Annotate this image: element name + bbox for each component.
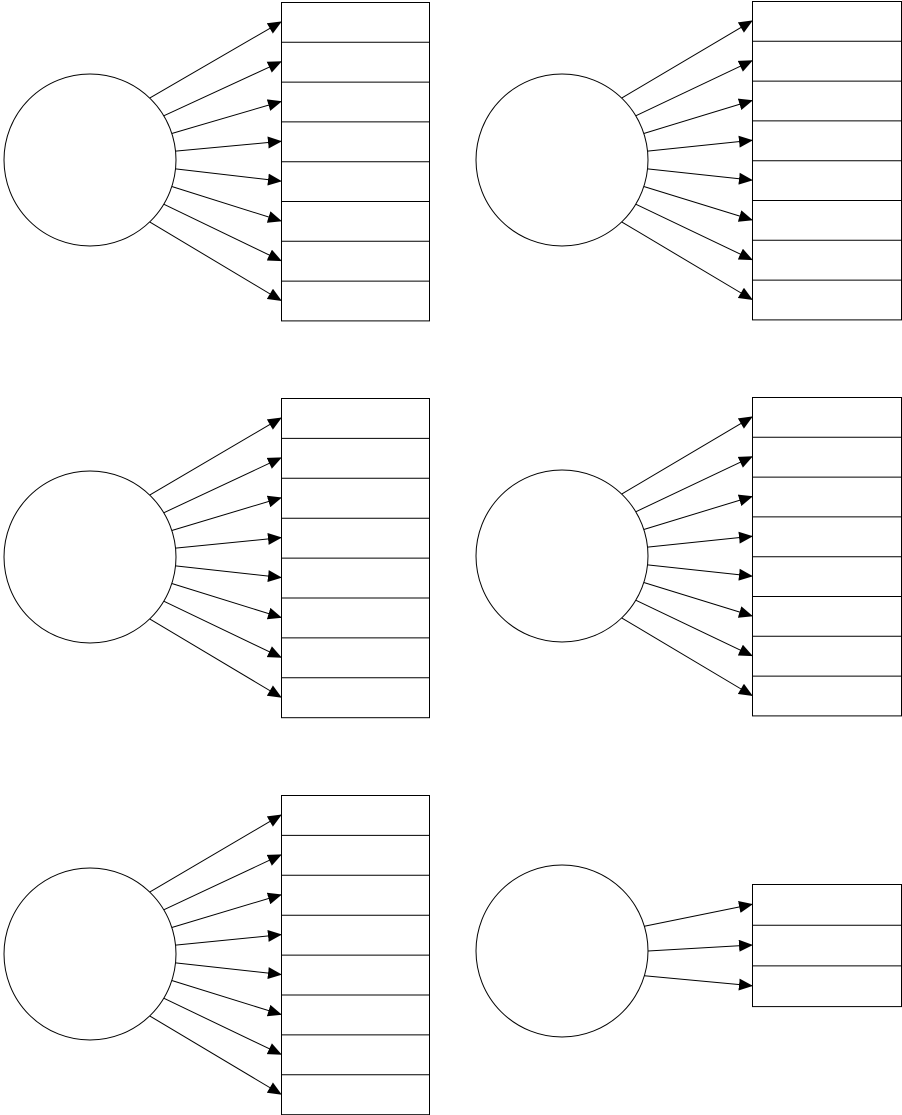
mapping-arrow <box>175 168 282 186</box>
mapping-arrow <box>171 892 282 928</box>
domain-circle <box>3 73 177 247</box>
mapping-arrow <box>175 929 282 946</box>
mapping-diagram-2 <box>475 1 902 321</box>
mapping-arrow <box>621 20 753 99</box>
mapping-arrow <box>635 456 753 513</box>
mapping-arrow <box>647 531 753 548</box>
mapping-arrow <box>635 60 753 117</box>
mapping-arrow <box>175 962 282 980</box>
mapping-arrow <box>149 1015 282 1095</box>
mapping-arrow <box>647 135 753 152</box>
mapping-arrow <box>163 854 282 911</box>
mapping-arrow <box>635 599 753 657</box>
mapping-diagram-4 <box>475 397 902 717</box>
mapping-arrow <box>171 186 282 223</box>
mapping-arrow <box>647 564 753 581</box>
mapping-arrow <box>171 495 282 531</box>
mapping-diagram-5 <box>3 795 430 1115</box>
mapping-arrow <box>149 618 282 698</box>
domain-circle <box>475 469 649 643</box>
mapping-diagram-3 <box>3 398 430 719</box>
mapping-arrow <box>149 814 282 893</box>
mapping-arrow <box>149 417 282 496</box>
mapping-diagram-6 <box>475 864 902 1038</box>
mapping-arrow <box>149 221 282 302</box>
mapping-arrow <box>149 21 282 99</box>
domain-circle <box>3 867 177 1041</box>
mapping-arrow <box>643 494 753 530</box>
domain-circle <box>475 73 649 247</box>
mapping-arrow <box>163 997 282 1055</box>
mapping-arrow <box>644 901 753 927</box>
mapping-arrow <box>163 61 282 117</box>
mapping-arrow <box>163 600 282 658</box>
mapping-arrow <box>171 980 282 1017</box>
mapping-arrow <box>171 583 282 620</box>
mapping-diagram-1 <box>3 2 430 322</box>
mapping-arrow <box>175 532 282 549</box>
mapping-arrow <box>163 203 282 262</box>
mapping-arrow <box>647 939 753 952</box>
mapping-arrow <box>171 99 282 134</box>
mapping-arrow <box>621 617 753 697</box>
mapping-arrow <box>175 565 282 583</box>
mapping-arrow <box>643 98 753 134</box>
mapping-arrow <box>643 186 753 222</box>
mapping-arrow <box>644 975 753 991</box>
mapping-arrow <box>635 203 753 261</box>
domain-circle <box>3 470 177 644</box>
mapping-arrow <box>621 416 753 495</box>
mapping-arrow <box>175 136 282 152</box>
mapping-arrow <box>643 582 753 618</box>
mapping-arrow <box>621 221 753 301</box>
mapping-arrow <box>163 457 282 514</box>
mapping-arrow <box>647 168 753 185</box>
